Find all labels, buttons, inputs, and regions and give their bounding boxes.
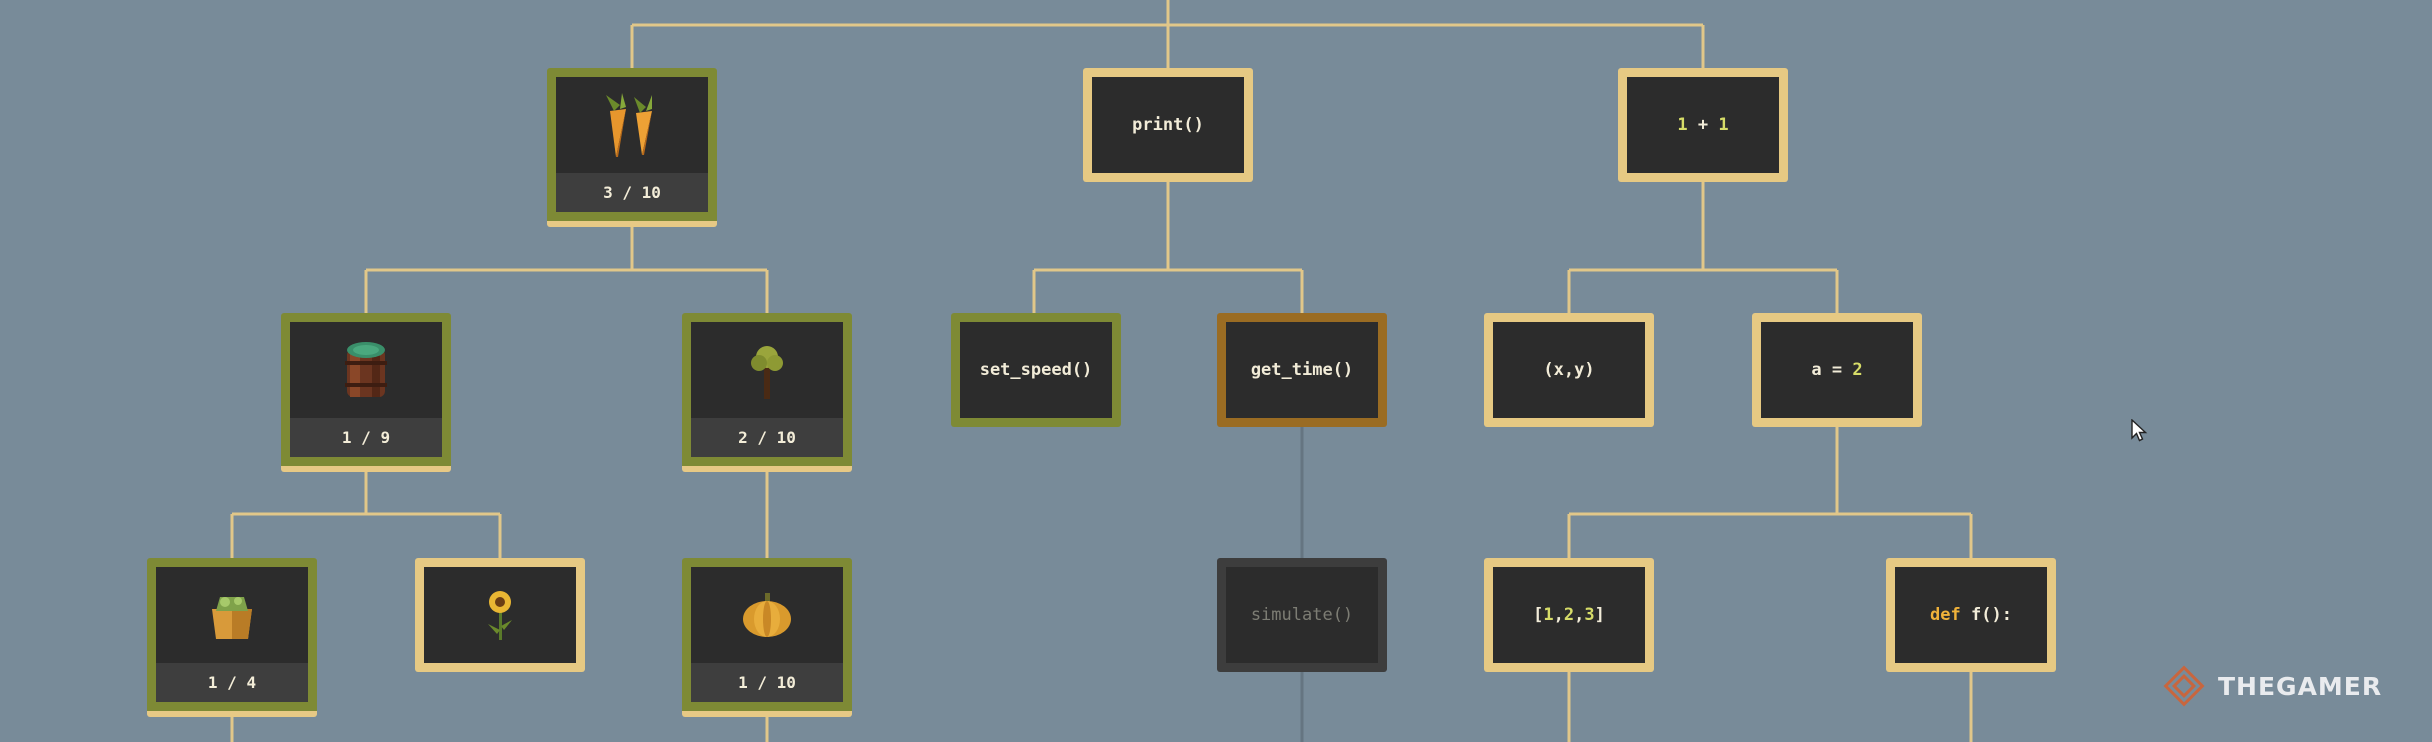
get-time-function-node[interactable]: get_time() bbox=[1217, 313, 1387, 427]
carrot-unlock-node[interactable]: 3 / 10 bbox=[547, 68, 717, 227]
variable-assignment-node[interactable]: a = 2 bbox=[1752, 313, 1922, 427]
sunflower-unlock-node[interactable] bbox=[415, 558, 585, 672]
node-label: set_speed() bbox=[960, 322, 1112, 418]
node-label: print() bbox=[1092, 77, 1244, 173]
node-label: get_time() bbox=[1226, 322, 1378, 418]
list-node[interactable]: [1,2,3] bbox=[1484, 558, 1654, 672]
watermark-text: THEGAMER bbox=[2218, 671, 2383, 701]
barrel-unlock-node[interactable]: 1 / 9 bbox=[281, 313, 451, 472]
progress-counter: 1 / 10 bbox=[691, 663, 843, 702]
node-label: 1 + 1 bbox=[1627, 77, 1779, 173]
barrel-icon bbox=[345, 342, 387, 397]
node-label: def f(): bbox=[1895, 567, 2047, 663]
mouse-cursor-icon bbox=[2131, 419, 2148, 442]
tree-icon bbox=[751, 346, 783, 399]
node-label: simulate() bbox=[1226, 567, 1378, 663]
simulate-function-node[interactable]: simulate() bbox=[1217, 558, 1387, 672]
cactus-pot-icon bbox=[212, 597, 252, 639]
print-function-node[interactable]: print() bbox=[1083, 68, 1253, 182]
thegamer-logo-icon bbox=[2163, 665, 2205, 707]
carrots-icon bbox=[606, 93, 652, 157]
pumpkin-icon bbox=[743, 593, 791, 637]
progress-counter: 2 / 10 bbox=[691, 418, 843, 457]
node-label: (x,y) bbox=[1493, 322, 1645, 418]
sunflower-icon bbox=[488, 591, 512, 640]
node-label: a = 2 bbox=[1761, 322, 1913, 418]
progress-counter: 3 / 10 bbox=[556, 173, 708, 212]
tree-unlock-node[interactable]: 2 / 10 bbox=[682, 313, 852, 472]
function-definition-node[interactable]: def f(): bbox=[1886, 558, 2056, 672]
set-speed-function-node[interactable]: set_speed() bbox=[951, 313, 1121, 427]
tuple-node[interactable]: (x,y) bbox=[1484, 313, 1654, 427]
progress-counter: 1 / 9 bbox=[290, 418, 442, 457]
addition-operator-node[interactable]: 1 + 1 bbox=[1618, 68, 1788, 182]
progress-counter: 1 / 4 bbox=[156, 663, 308, 702]
thegamer-watermark: THEGAMER bbox=[2158, 660, 2382, 712]
node-label: [1,2,3] bbox=[1493, 567, 1645, 663]
cactus-unlock-node[interactable]: 1 / 4 bbox=[147, 558, 317, 717]
pumpkin-unlock-node[interactable]: 1 / 10 bbox=[682, 558, 852, 717]
